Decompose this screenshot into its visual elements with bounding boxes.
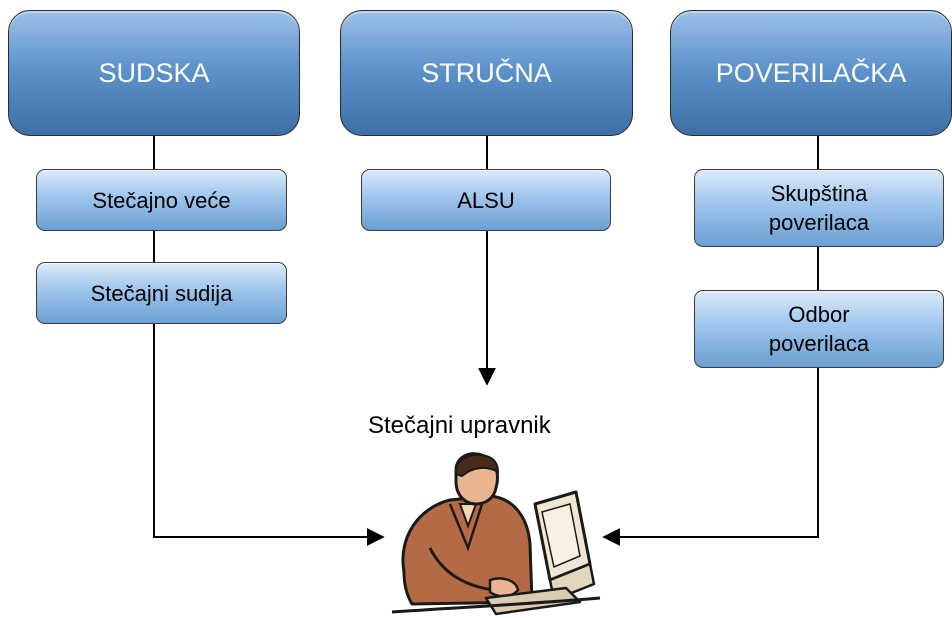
arrow-sudska-to-upravnik — [153, 324, 385, 546]
target-label: Stečajni upravnik — [368, 412, 551, 439]
header-poverilacka-label: POVERILAČKA — [715, 57, 907, 88]
header-sudska-label: SUDSKA — [98, 57, 210, 88]
item-odbor-poverilaca-label: Odbor poverilaca — [768, 302, 870, 356]
item-stecajni-sudija: Stečajni sudija — [36, 262, 287, 324]
item-skupstina-poverilaca: Skupština poverilaca — [694, 169, 944, 247]
header-strucna-label: STRUČNA — [421, 57, 552, 88]
person-at-computer-icon — [391, 452, 601, 616]
item-alsu: ALSU — [361, 169, 611, 231]
header-poverilacka: POVERILAČKA — [670, 10, 952, 136]
item-alsu-label: ALSU — [457, 187, 515, 213]
item-odbor-poverilaca: Odbor poverilaca — [694, 290, 944, 368]
header-sudska: SUDSKA — [8, 10, 300, 136]
header-strucna: STRUČNA — [340, 10, 633, 136]
item-stecajno-vece-label: Stečajno veće — [92, 187, 231, 213]
arrow-poverilacka-to-upravnik — [602, 368, 819, 546]
item-stecajno-vece: Stečajno veće — [36, 169, 287, 231]
item-stecajni-sudija-label: Stečajni sudija — [90, 280, 233, 306]
item-skupstina-poverilaca-label: Skupština poverilaca — [768, 181, 870, 235]
